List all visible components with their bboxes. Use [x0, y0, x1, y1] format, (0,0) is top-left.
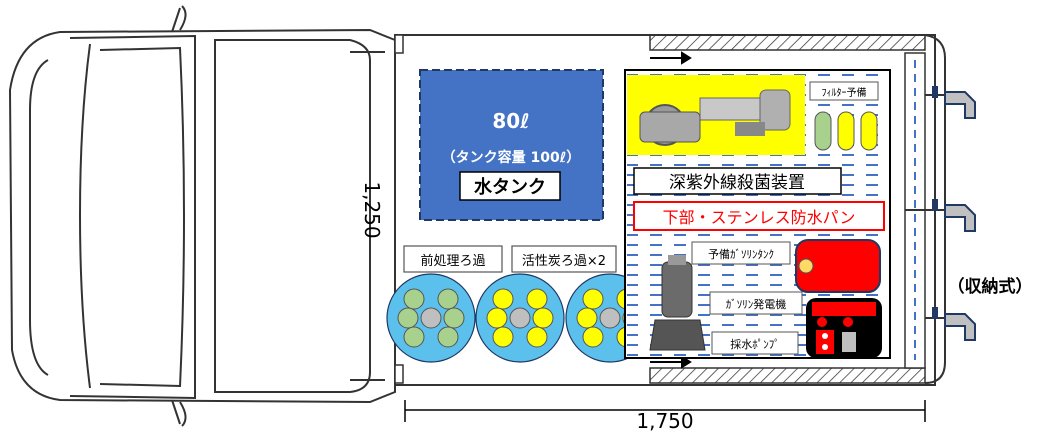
pretreatment-label: 前処理ろ過	[420, 253, 485, 269]
width-dimension: 1,250	[360, 181, 384, 238]
filter-spare: ﾌｨﾙﾀｰ予備	[809, 81, 879, 151]
flow-arrows	[650, 51, 692, 369]
tank-capacity: （タンク容量 100ℓ）	[442, 149, 581, 166]
length-dimension-line	[404, 400, 926, 422]
filter-spare-label: ﾌｨﾙﾀｰ予備	[822, 86, 867, 99]
intake-pump-label: 採水ﾎﾟﾝﾌﾟ	[730, 337, 780, 351]
filter-labels: 前処理ろ過 活性炭ろ過×2	[403, 245, 617, 273]
activated-carbon-label: 活性炭ろ過×2	[522, 254, 606, 269]
spare-gas-tank	[795, 239, 881, 293]
spare-gas-tank-label: 予備ｶﾞｿﾘﾝﾀﾝｸ	[708, 248, 774, 261]
tank-volume: 80ℓ	[492, 109, 529, 133]
truck-cab	[8, 5, 396, 427]
gas-generator	[806, 298, 882, 358]
filter-housing-pretreatment	[386, 273, 476, 363]
water-tank: 80ℓ （タンク容量 100ℓ） 水タンク	[419, 69, 604, 221]
uv-pump-image	[627, 75, 805, 155]
tank-name: 水タンク	[474, 176, 546, 198]
length-dimension: 1,750	[636, 409, 693, 432]
waterproof-pan-label: 下部・ステンレス防水パン	[663, 208, 856, 227]
uv-sterilizer-label: 深紫外線殺菌装置	[669, 173, 805, 193]
storage-note: （収納式）	[948, 276, 1033, 297]
faucets	[905, 86, 976, 341]
submersible-pump-image	[649, 255, 706, 351]
gas-generator-label: ｶﾞｿﾘﾝ発電機	[726, 297, 787, 311]
filter-housing-carbon-1	[475, 273, 565, 363]
